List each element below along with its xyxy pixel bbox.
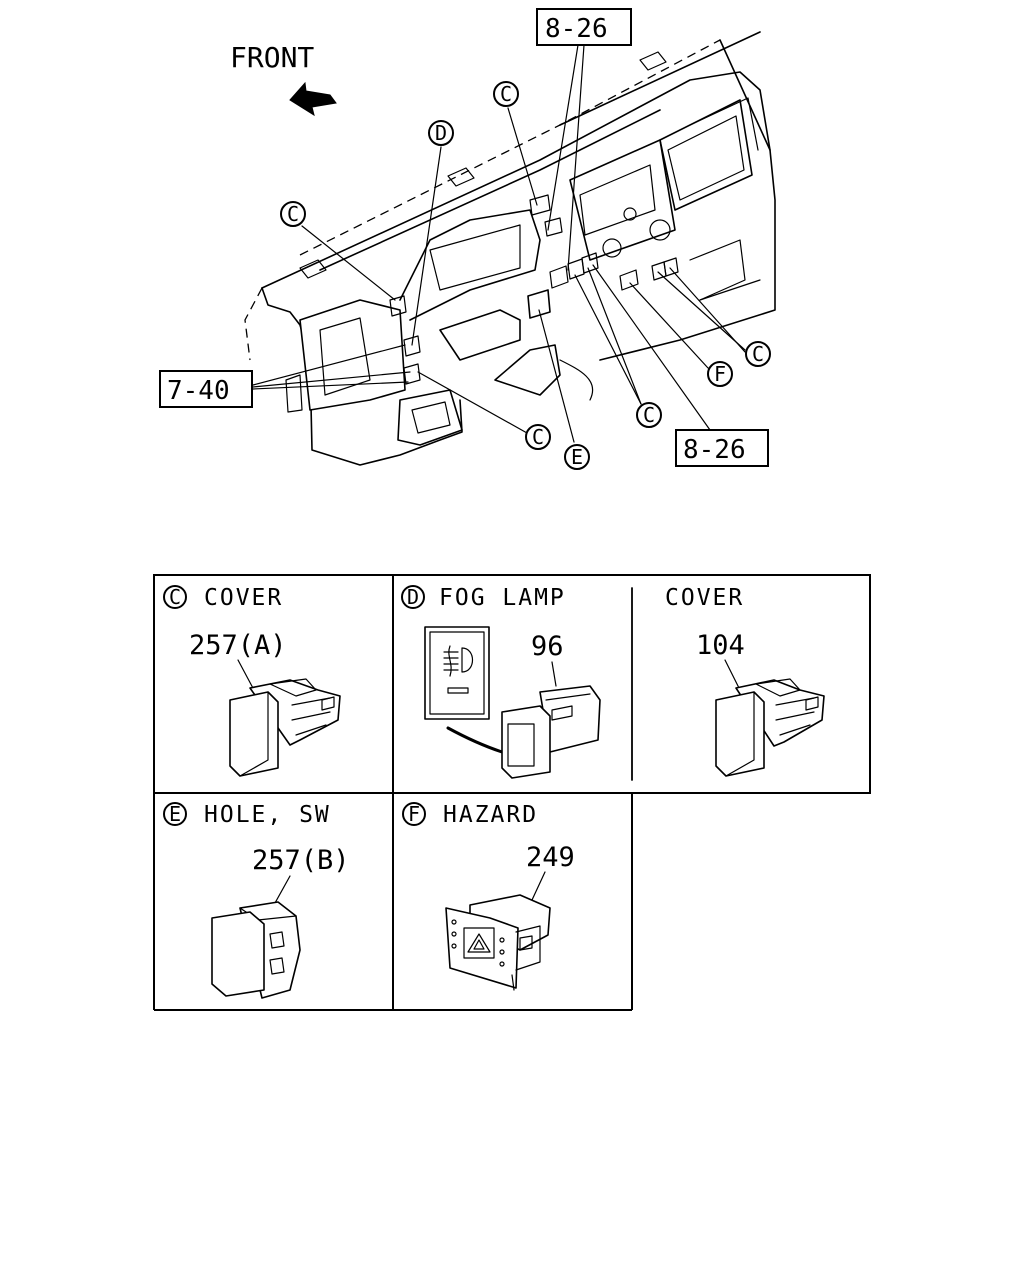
ref-8-26-bottom: 8-26 bbox=[683, 435, 746, 465]
front-arrow-icon bbox=[289, 81, 337, 117]
svg-text:D: D bbox=[435, 121, 447, 145]
svg-text:C: C bbox=[532, 425, 544, 449]
callout-c4: C bbox=[636, 402, 662, 428]
leader-lines bbox=[252, 44, 746, 443]
svg-text:C: C bbox=[500, 82, 512, 106]
panel-f-title: HAZARD bbox=[443, 802, 538, 828]
callout-c1: C bbox=[493, 81, 519, 107]
svg-text:C: C bbox=[643, 403, 655, 427]
ref-8-26-top: 8-26 bbox=[545, 14, 608, 44]
svg-text:E: E bbox=[169, 802, 181, 826]
panel-cover-title: COVER bbox=[665, 585, 744, 611]
panel-e-title: HOLE, SW bbox=[204, 802, 331, 828]
svg-text:F: F bbox=[714, 362, 726, 386]
svg-text:C: C bbox=[752, 342, 764, 366]
callout-c2: C bbox=[280, 201, 306, 227]
fog-lamp-icon bbox=[443, 645, 474, 677]
part-number-96: 96 bbox=[531, 631, 564, 662]
svg-text:E: E bbox=[571, 445, 583, 469]
panel-c-cover: C COVER 257(A) bbox=[163, 585, 341, 777]
front-label: FRONT bbox=[230, 41, 314, 74]
svg-text:C: C bbox=[169, 585, 181, 609]
callout-f: F bbox=[707, 361, 733, 387]
panel-f-hazard: F HAZARD 249 bbox=[402, 802, 575, 991]
panel-d-title: FOG LAMP bbox=[439, 585, 566, 611]
svg-text:C: C bbox=[287, 202, 299, 226]
part-number-257b: 257(B) bbox=[252, 845, 350, 876]
panel-d-fog-lamp: D FOG LAMP 96 bbox=[401, 585, 601, 779]
callout-c5: C bbox=[525, 424, 551, 450]
callout-e: E bbox=[564, 444, 590, 470]
panel-cover-104: COVER 104 bbox=[665, 585, 825, 777]
ref-7-40: 7-40 bbox=[167, 376, 230, 406]
part-number-249: 249 bbox=[526, 842, 575, 873]
dashboard-drawing bbox=[244, 31, 776, 466]
part-number-104: 104 bbox=[696, 630, 745, 661]
callout-c3: C bbox=[745, 341, 771, 367]
svg-text:F: F bbox=[408, 802, 420, 826]
parts-table bbox=[153, 574, 871, 1011]
part-number-257a: 257(A) bbox=[189, 630, 287, 661]
callout-d: D bbox=[428, 120, 454, 146]
hazard-triangle-icon bbox=[463, 927, 495, 959]
panel-e-hole-sw: E HOLE, SW 257(B) bbox=[163, 802, 350, 999]
svg-text:D: D bbox=[407, 585, 419, 609]
panel-c-title: COVER bbox=[204, 585, 283, 611]
